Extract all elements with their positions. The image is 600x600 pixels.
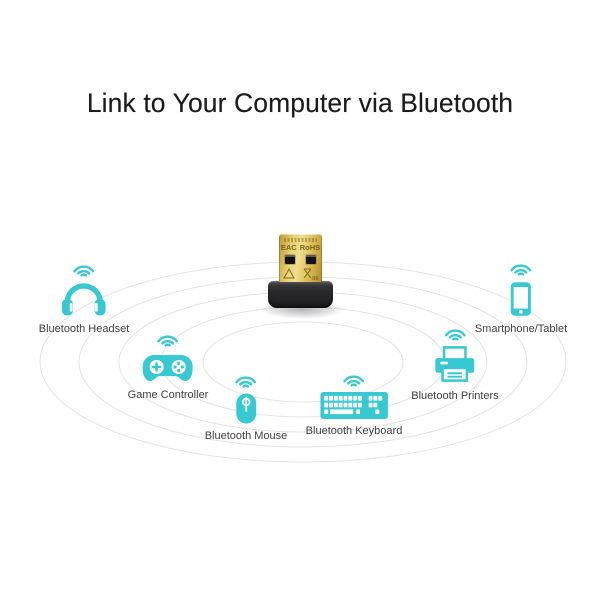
device-bluetooth-keyboard: Bluetooth Keyboard — [305, 372, 403, 437]
page-title: Link to Your Computer via Bluetooth — [86, 88, 514, 118]
adapter-body — [268, 281, 333, 308]
device-bluetooth-mouse: Bluetooth Mouse — [204, 373, 288, 442]
usb-contact-slot — [306, 255, 316, 264]
game-controller-icon — [142, 355, 193, 381]
eac-marking: EAC — [280, 243, 297, 252]
device-label: Bluetooth Printers — [411, 390, 499, 402]
device-game-controller: Game Controller — [127, 332, 209, 401]
device-label: Game Controller — [127, 389, 209, 401]
device-label: Smartphone/Tablet — [474, 323, 568, 335]
device-bluetooth-headset: Bluetooth Headset — [38, 262, 130, 335]
wireless-signal-icon — [73, 265, 95, 277]
wireless-signal-icon — [235, 376, 257, 388]
recycle-weee-symbols — [283, 267, 319, 280]
device-label: Bluetooth Mouse — [204, 430, 288, 442]
device-label: Bluetooth Keyboard — [305, 425, 403, 437]
barcode-mark — [312, 275, 319, 280]
mouse-icon — [236, 393, 256, 424]
rohs-marking: RoHS — [299, 243, 321, 252]
weee-bin-icon — [303, 268, 312, 278]
usb-contact-slots — [279, 255, 322, 264]
wireless-signal-icon — [510, 264, 532, 276]
headset-icon — [62, 283, 106, 316]
usb-contact-slot — [285, 255, 295, 264]
wireless-signal-icon — [343, 375, 365, 387]
ripple-1 — [202, 321, 404, 403]
usb-connector: EAC RoHS — [279, 234, 322, 282]
device-label: Bluetooth Headset — [38, 323, 130, 335]
wireless-signal-icon — [157, 335, 179, 347]
smartphone-icon — [510, 282, 532, 316]
printer-icon — [435, 346, 475, 382]
keyboard-icon — [320, 392, 388, 419]
recycle-triangle-icon — [283, 267, 295, 278]
device-smartphone-tablet: Smartphone/Tablet — [475, 261, 567, 335]
adapter-certifications: EAC RoHS — [279, 243, 322, 252]
adapter-model-marking — [284, 238, 317, 242]
device-bluetooth-printers: Bluetooth Printers — [411, 326, 499, 402]
wireless-signal-icon — [444, 329, 466, 341]
